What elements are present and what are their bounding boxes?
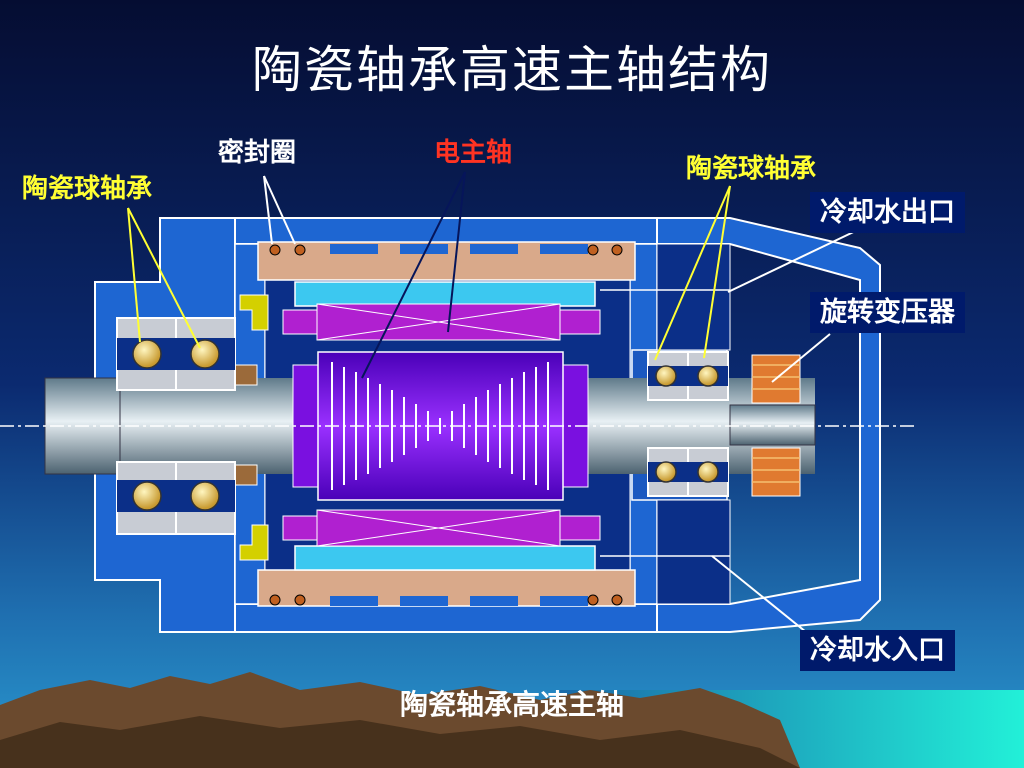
label-coolant-outlet: 冷却水出口 (810, 192, 965, 233)
rotor (292, 351, 589, 501)
seal-rings (269, 244, 623, 606)
rotary-transformer (751, 354, 801, 497)
cooling-sleeve-top (294, 281, 596, 307)
label-bearing-right: 陶瓷球轴承 (686, 154, 817, 184)
shaft-end (729, 404, 816, 446)
label-coolant-inlet: 冷却水入口 (800, 630, 955, 671)
spacer-bottom (239, 524, 269, 561)
slide-title: 陶瓷轴承高速主轴结构 (252, 41, 772, 99)
slide-caption: 陶瓷轴承高速主轴 (399, 688, 624, 721)
cooling-sleeve-bottom (294, 545, 596, 571)
label-bearing-left: 陶瓷球轴承 (22, 174, 153, 204)
label-rotary-transformer: 旋转变压器 (810, 292, 965, 333)
left-bearing-pair (116, 317, 236, 535)
stator-coils (282, 303, 601, 547)
leader-lines (127, 171, 867, 633)
label-motor-spindle: 电主轴 (434, 138, 513, 168)
mountains-shadow (0, 716, 800, 768)
spacer-top (239, 294, 269, 331)
right-bearing-pair (647, 351, 729, 497)
stator-winding (257, 241, 636, 607)
label-seal-ring: 密封圈 (218, 138, 297, 168)
